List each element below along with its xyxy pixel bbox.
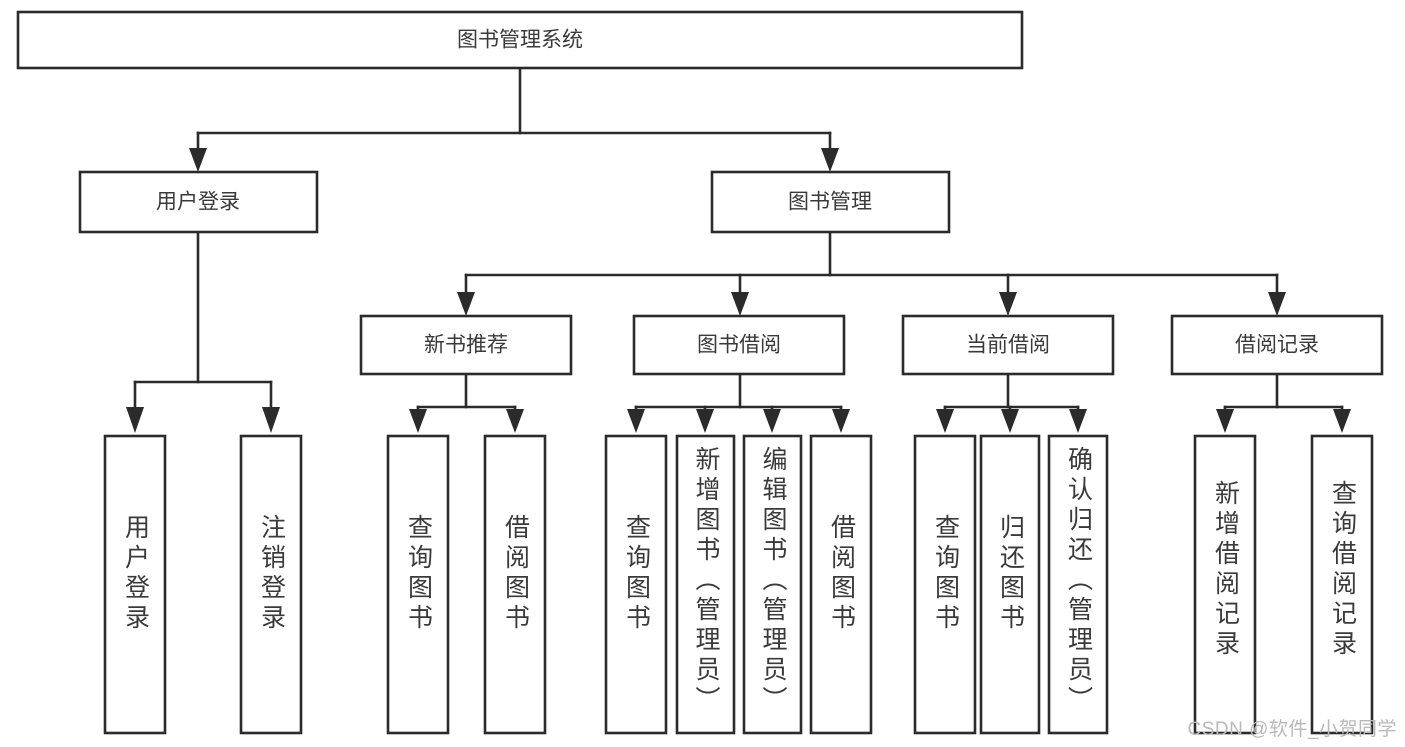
leaf-box[interactable] [483, 434, 547, 735]
leaf-box[interactable] [979, 434, 1041, 735]
node-user-login[interactable]: 用户登录 [78, 170, 319, 234]
leaf-box[interactable] [675, 434, 736, 735]
leaf-box[interactable] [1047, 434, 1109, 735]
connector-newbook-to-leaves [409, 372, 524, 433]
node-user-login-label: 用户登录 [156, 191, 240, 214]
connector-current-to-leaves [936, 372, 1087, 433]
leaf-box[interactable] [103, 434, 167, 735]
leaf-box[interactable] [1310, 434, 1374, 735]
leaf-box[interactable] [1193, 434, 1257, 735]
node-borrow-record[interactable]: 借阅记录 [1170, 314, 1384, 376]
leaf-box[interactable] [239, 434, 303, 735]
node-borrow-record-label: 借阅记录 [1235, 334, 1319, 357]
leaf-box[interactable] [604, 434, 668, 735]
leaf-box[interactable] [742, 434, 803, 735]
node-book-borrow[interactable]: 图书借阅 [632, 314, 846, 376]
connector-root-to-level2 [189, 66, 839, 172]
connector-records-to-leaves [1216, 372, 1351, 433]
leaf-box-group [103, 434, 1374, 735]
node-new-book-recommend[interactable]: 新书推荐 [359, 314, 573, 376]
connector-borrow-to-leaves [627, 372, 850, 433]
node-root[interactable]: 图书管理系统 [16, 10, 1024, 70]
node-book-management[interactable]: 图书管理 [710, 170, 951, 234]
leaf-box[interactable] [913, 434, 977, 735]
leaf-box[interactable] [809, 434, 873, 735]
node-book-management-label: 图书管理 [788, 191, 872, 214]
node-current-borrow[interactable]: 当前借阅 [901, 314, 1115, 376]
csdn-watermark: CSDN @软件_小贺同学 [1187, 719, 1397, 740]
node-book-borrow-label: 图书借阅 [697, 334, 781, 357]
connector-userlogin-to-leaves [126, 230, 280, 433]
connector-bookmgmt-to-level3 [457, 230, 1286, 316]
node-new-book-recommend-label: 新书推荐 [424, 334, 508, 357]
node-current-borrow-label: 当前借阅 [966, 334, 1050, 357]
node-root-label: 图书管理系统 [457, 29, 583, 52]
leaf-box[interactable] [386, 434, 450, 735]
